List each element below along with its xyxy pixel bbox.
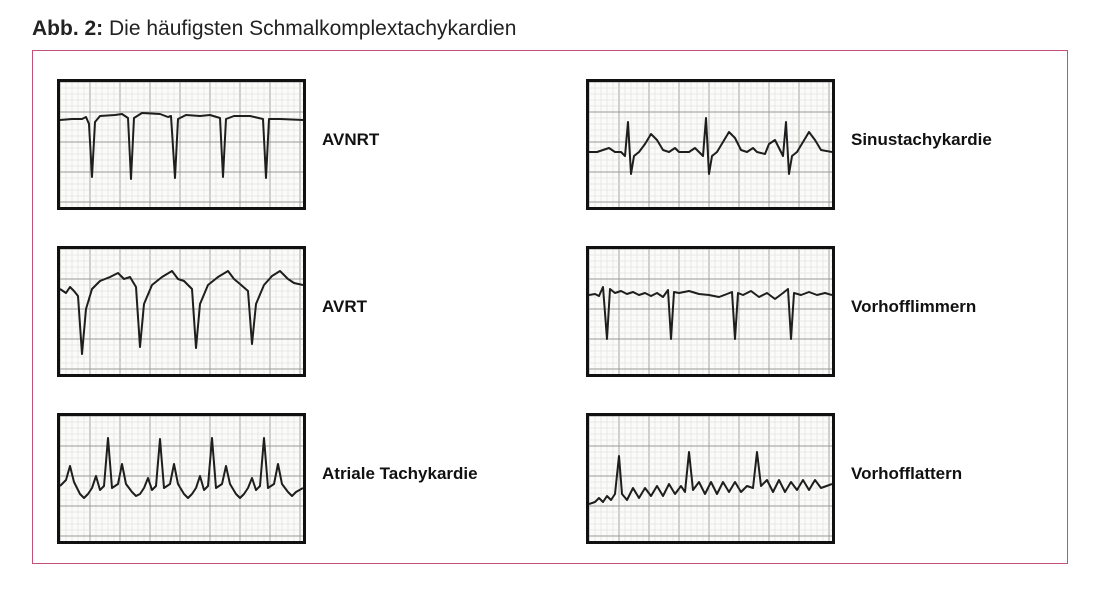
figure-caption: Abb. 2: Die häufigsten Schmalkomplextach… — [32, 16, 516, 42]
ecg-vorhofflimmern-svg — [589, 249, 832, 374]
figure-frame: AVNRT AVRT Atriale Tachykardie Sinustach… — [32, 50, 1068, 564]
label-avnrt: AVNRT — [322, 130, 380, 149]
ecg-strip-avnrt — [57, 79, 306, 210]
label-vorhofflimmern: Vorhofflimmern — [851, 297, 977, 316]
ecg-grid — [589, 416, 832, 541]
ecg-vorhofflattern-svg — [589, 416, 832, 541]
ecg-trace-avnrt — [60, 112, 303, 180]
ecg-strip-atriale-tachykardie — [57, 413, 306, 544]
ecg-avnrt-svg — [60, 82, 303, 207]
ecg-grid — [60, 82, 303, 207]
ecg-strip-vorhofflimmern — [586, 246, 835, 377]
caption-text: Die häufigsten Schmalkomplextachykardien — [109, 17, 517, 40]
ecg-sinus-svg — [589, 82, 832, 207]
ecg-trace-vorhofflattern — [589, 451, 832, 505]
ecg-grid — [589, 249, 832, 374]
label-avrt: AVRT — [322, 297, 368, 316]
ecg-avrt-svg — [60, 249, 303, 374]
ecg-strip-sinustachykardie — [586, 79, 835, 210]
ecg-strip-avrt — [57, 246, 306, 377]
ecg-trace-avrt — [60, 270, 303, 355]
ecg-grid — [60, 249, 303, 374]
label-sinustachykardie: Sinustachykardie — [851, 130, 992, 149]
ecg-trace-atriale-tachykardie — [60, 437, 303, 499]
caption-label: Abb. 2: — [32, 17, 104, 40]
ecg-grid — [589, 82, 832, 207]
ecg-strip-vorhofflattern — [586, 413, 835, 544]
label-atriale-tachykardie: Atriale Tachykardie — [322, 464, 478, 483]
ecg-trace-vorhofflimmern — [589, 286, 832, 340]
ecg-atriale-svg — [60, 416, 303, 541]
ecg-trace-sinustachykardie — [589, 117, 832, 175]
label-vorhofflattern: Vorhofflattern — [851, 464, 963, 483]
